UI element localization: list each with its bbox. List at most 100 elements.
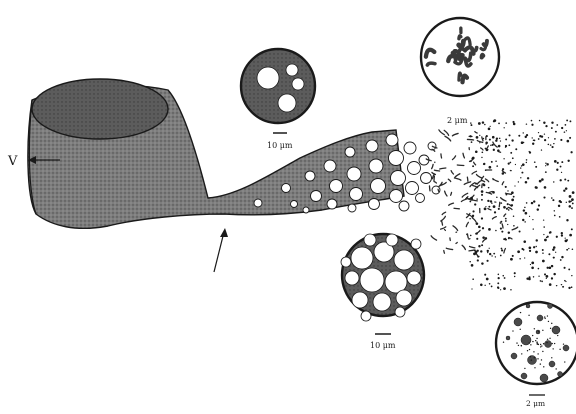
- spray-dot: [507, 203, 509, 205]
- spray-dot: [542, 252, 544, 254]
- fine-speck: [530, 344, 531, 345]
- spray-dot: [478, 245, 480, 247]
- spray-dot: [511, 199, 514, 202]
- packed-drop: [364, 234, 376, 246]
- breakup-fragment: [501, 198, 506, 201]
- spray-dot: [528, 276, 530, 278]
- stream-droplet: [350, 188, 363, 201]
- spray-dot: [555, 131, 557, 133]
- spray-dot: [534, 140, 536, 142]
- spray-dot: [493, 253, 495, 255]
- spray-dot: [493, 120, 495, 122]
- spray-dot: [529, 151, 530, 152]
- spray-dot: [480, 284, 483, 287]
- spray-dot: [485, 169, 487, 171]
- fine-speck: [534, 367, 535, 368]
- breakup-fragment: [489, 192, 493, 193]
- fine-speck: [531, 359, 532, 360]
- stream-droplet: [347, 167, 361, 181]
- stream-droplet: [324, 160, 336, 172]
- breakup-fragment: [469, 250, 474, 251]
- spray-dot: [553, 143, 554, 144]
- breakup-fragment: [439, 130, 444, 135]
- breakup-fragment: [451, 192, 452, 195]
- spray-dot: [506, 208, 508, 210]
- spray-dot: [508, 237, 510, 239]
- spray-dot: [488, 228, 491, 231]
- stream-droplet: [406, 182, 419, 195]
- fine-speck: [541, 345, 542, 346]
- spray-dot: [546, 237, 547, 238]
- breakup-fragment: [462, 245, 465, 249]
- spray-dot: [472, 278, 474, 280]
- spray-dot: [498, 277, 500, 279]
- stream-droplet: [282, 184, 291, 193]
- stream-droplet: [305, 171, 315, 181]
- spray-dot: [571, 286, 573, 288]
- spray-dot: [564, 131, 566, 133]
- spray-dot: [570, 201, 571, 202]
- spray-dot: [545, 165, 546, 166]
- stream-droplet: [416, 194, 425, 203]
- ligament-shape: [427, 63, 435, 65]
- spray-dot: [531, 261, 534, 264]
- spray-dot: [489, 253, 491, 255]
- spray-dot: [504, 277, 506, 279]
- fine-speck: [534, 357, 535, 358]
- spray-dot: [564, 280, 566, 282]
- spray-dot: [480, 250, 482, 252]
- spray-dot: [535, 186, 537, 188]
- stream-droplet: [291, 201, 298, 208]
- breakup-fragment: [432, 164, 434, 168]
- spray-dot: [554, 215, 556, 217]
- spray-dot: [505, 138, 507, 140]
- spray-dot: [562, 286, 564, 288]
- spray-dot: [532, 137, 533, 138]
- spray-dot: [469, 201, 471, 203]
- spray-dot: [551, 197, 553, 199]
- spray-dot: [565, 187, 568, 190]
- spray-dot: [471, 141, 473, 143]
- spray-dot: [532, 143, 534, 145]
- spray-dot: [472, 165, 474, 167]
- fine-speck: [512, 330, 513, 331]
- spray-dot: [475, 150, 478, 153]
- spray-dot: [523, 142, 524, 143]
- spray-dot: [490, 200, 492, 202]
- breakup-fragment: [485, 179, 488, 182]
- spray-dot: [544, 133, 545, 134]
- spray-dot: [564, 178, 566, 180]
- spray-dot: [477, 259, 479, 261]
- spray-dot: [485, 206, 486, 207]
- fine-drop: [549, 361, 555, 367]
- spray-dot: [498, 145, 501, 148]
- breakup-fragment: [473, 186, 478, 188]
- spray-dot: [526, 123, 527, 124]
- spray-dot: [538, 138, 540, 140]
- fine-drop: [563, 345, 569, 351]
- spray-dot: [514, 272, 516, 274]
- spray-dot: [472, 210, 474, 212]
- breakup-fragment: [456, 242, 457, 243]
- spray-dot: [490, 145, 491, 146]
- fine-speck: [547, 339, 548, 340]
- breakup-fragment: [482, 184, 483, 188]
- spray-dot: [551, 127, 553, 129]
- spray-dot: [491, 161, 493, 163]
- breakup-fragment: [477, 140, 482, 142]
- fine-drop: [540, 374, 548, 382]
- spray-dot: [531, 124, 533, 126]
- spray-dot: [546, 278, 547, 279]
- spray-dot: [556, 124, 558, 126]
- spray-dot: [538, 204, 540, 206]
- fine-speck: [516, 342, 517, 343]
- spray-dot: [566, 119, 568, 121]
- jet-top-ellipse: [32, 79, 168, 139]
- spray-dot: [560, 179, 562, 181]
- spray-dot: [497, 149, 500, 152]
- fine-speck: [532, 341, 533, 342]
- fine-speck: [544, 318, 545, 319]
- packed-drop: [396, 290, 412, 306]
- fine-speck: [529, 342, 530, 343]
- spray-dot: [532, 219, 533, 220]
